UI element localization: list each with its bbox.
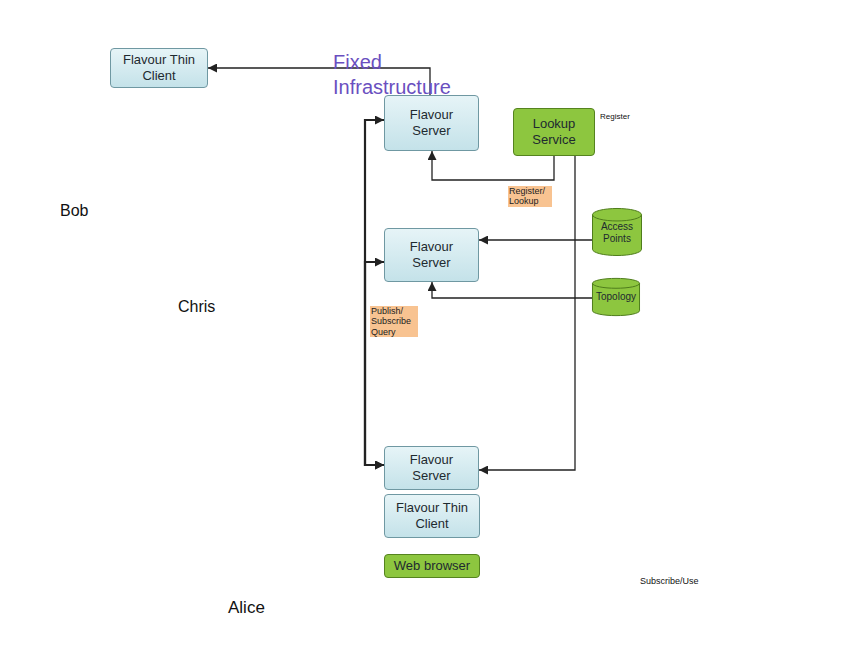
device-group-outlines <box>102 42 494 585</box>
infrastructure-cloud: Fixed InfrastructureFlavour Server Lookup… <box>330 5 855 445</box>
node-text: Web browser <box>394 558 470 574</box>
connector-arrow <box>479 156 575 470</box>
flow-label: Subscribe/Use <box>640 576 699 586</box>
bob-figure <box>12 40 105 295</box>
node-text: Flavour Server <box>389 239 474 270</box>
client-box: Flavour Thin Client <box>110 48 208 88</box>
edge-label: Register/ Lookup <box>508 186 552 207</box>
flow-label: Register <box>600 112 630 121</box>
person-name: Chris <box>178 298 215 316</box>
node-text: Access Points <box>594 221 640 244</box>
database-cylinder: Access Points <box>592 208 642 256</box>
decoration-lines <box>200 60 800 567</box>
connector-arrow <box>365 262 384 465</box>
projector-icon <box>643 112 760 156</box>
server-box: Flavour Server <box>384 228 479 282</box>
browser-box: Web browser <box>384 554 480 578</box>
node-text: Lookup Service <box>518 116 590 147</box>
person-name: Alice <box>228 598 265 618</box>
connector-arrow <box>365 120 384 465</box>
printer-icon <box>780 108 830 166</box>
client-box: Flavour Thin Client <box>384 494 480 538</box>
node-text: Flavour Thin Client <box>115 52 203 83</box>
server-box: Flavour Server <box>384 446 479 490</box>
lookup-box: Lookup Service <box>513 108 595 156</box>
database-cylinder: Topology <box>592 278 640 316</box>
node-text: Flavour Server <box>389 452 474 483</box>
signing-icon <box>658 210 755 278</box>
edge-label: Publish/ Subscribe Query <box>370 306 418 337</box>
node-text: Flavour Thin Client <box>389 500 475 531</box>
alice-figure <box>258 435 320 653</box>
screen-icon <box>530 17 592 61</box>
node-text: Topology <box>596 291 636 303</box>
server-box: Flavour Server <box>384 95 479 151</box>
person-name: Bob <box>60 202 88 220</box>
node-text: Flavour Server <box>389 107 474 138</box>
chris-figure <box>160 237 200 337</box>
region-title: Fixed Infrastructure <box>333 50 473 100</box>
connector-arrow <box>432 282 592 298</box>
